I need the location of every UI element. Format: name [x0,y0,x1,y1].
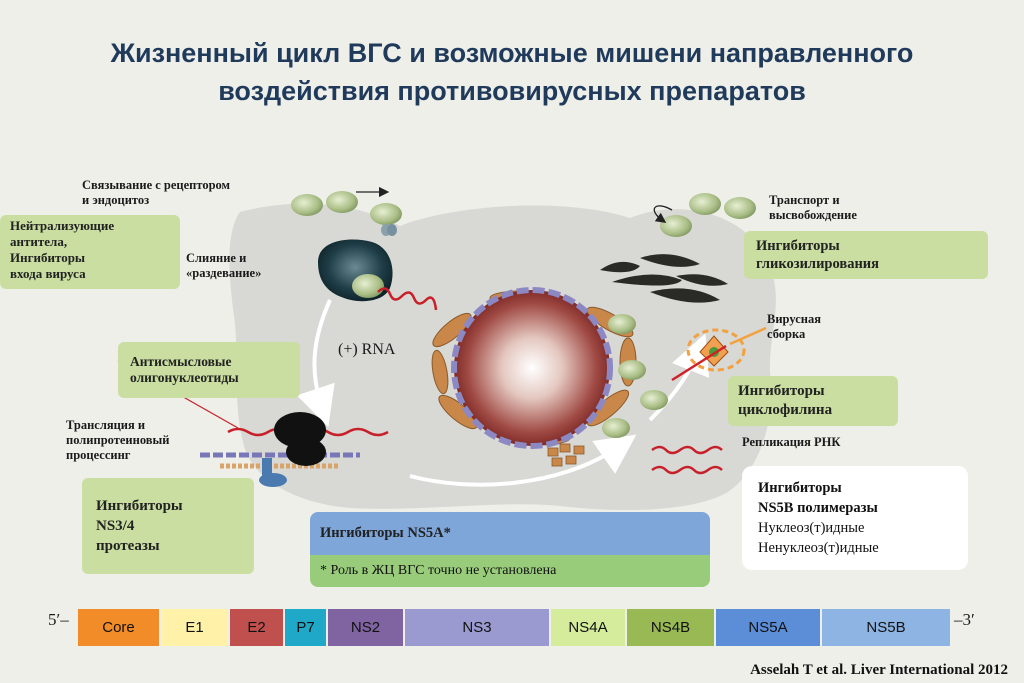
label-plus-rna: (+) RNA [338,341,396,358]
virus-particle-group [291,191,402,236]
box-neutralizing-antibodies: Нейтрализующие антитела, Ингибиторы вход… [0,215,180,289]
box-ns34-protease-inhibitors: Ингибиторы NS3/4 протеазы [82,478,254,574]
genome-segment-e1: E1 [161,609,228,646]
page-title: Жизненный цикл ВГС и возможные мишени на… [0,34,1024,110]
genome-segment-p7: P7 [285,609,326,646]
box-glycosylation-inhibitors: Ингибиторы гликозилирования [744,231,988,279]
genome-segment-ns5b: NS5B [822,609,950,646]
label-translation: Трансляция и полипротеиновый процессинг [66,418,170,462]
genome-segment-ns4b: NS4B [627,609,714,646]
title-line-1: Жизненный цикл ВГС и возможные мишени на… [110,38,914,68]
label-rna-replication: Репликация РНК [742,435,841,449]
genome-segment-ns2: NS2 [328,609,403,646]
virion-group [602,193,756,438]
nucleus [451,287,613,449]
genome-segment-ns3: NS3 [405,609,549,646]
title-line-2: воздействия противовирусных препаратов [218,76,806,106]
replication-complex [547,443,585,467]
citation: Asselah T et al. Liver International 201… [750,662,1008,678]
genome-segment-core: Core [78,609,159,646]
ns5a-note: * Роль в ЖЦ ВГС точно не установлена [310,555,710,587]
genome-segment-ns5a: NS5A [716,609,820,646]
genome-segment-ns4a: NS4A [551,609,625,646]
box-ns5a-inhibitors: Ингибиторы NS5A* * Роль в ЖЦ ВГС точно н… [310,512,710,587]
label-virus-assembly: Вирусная сборка [767,312,821,341]
released-rna [377,287,438,311]
genome-5prime: 5′– [48,610,69,629]
box-cyclophilin-inhibitors: Ингибиторы циклофилина [728,376,898,426]
ribosome-complex [200,412,389,487]
label-transport-release: Транспорт и высвобождение [769,193,857,222]
genome-segment-e2: E2 [230,609,283,646]
ns5a-title: Ингибиторы NS5A* [310,512,710,555]
box-ns5b-polymerase-inhibitors: Ингибиторы NS5B полимеразы Нуклеоз(т)идн… [742,466,968,570]
label-binding-endocytosis: Связывание с рецептором и эндоцитоз [82,178,231,207]
label-fusion-uncoating: Слияние и «раздевание» [186,251,262,280]
genome-3prime: –3′ [954,610,975,629]
golgi-apparatus [600,254,728,303]
virus-assembly [671,326,767,382]
box-antisense-oligonucleotides: Антисмысловые олигонуклеотиды [118,342,300,398]
replicating-rna [651,445,723,475]
